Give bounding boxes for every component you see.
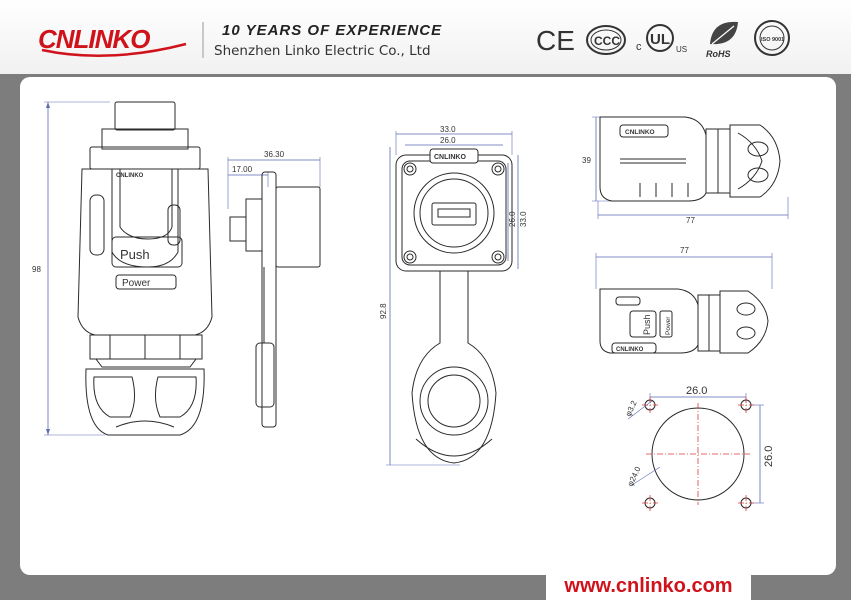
ccc-mark-text: CCC: [594, 34, 620, 48]
website-url[interactable]: www.cnlinko.com: [564, 575, 733, 597]
connector-front-view: 98 Push Power CNLINKO: [32, 101, 213, 436]
header-bar: CNLINKO 10 YEARS OF EXPERIENCE Shenzhen …: [0, 0, 851, 74]
cutout-diameter-label: φ24.0: [626, 465, 643, 488]
bottom-push-label: Push: [642, 314, 652, 335]
panel-cutout-view: 26.0 26.0 φ3.2 φ24.0: [624, 385, 775, 511]
drawing-panel: 98 Push Power CNLINKO: [20, 77, 836, 575]
ul-suffix-text: US: [676, 45, 687, 54]
socket-width-inner-label: 26.0: [440, 136, 456, 145]
power-label: Power: [122, 278, 151, 289]
ul-prefix-text: c: [636, 41, 642, 53]
socket-height-outer-label: 33.0: [519, 211, 528, 227]
width-total-dim-label: 36.30: [264, 150, 285, 159]
width-partial-dim-label: 17.00: [232, 165, 253, 174]
plug-side-bottom-view: 77 Push Power CNLINKO: [595, 246, 773, 354]
cutout-spacing-y-label: 26.0: [763, 446, 775, 467]
push-label: Push: [120, 247, 150, 262]
header-divider: [202, 22, 204, 58]
plug-side-top-view: 39 77 CNLINKO: [582, 116, 789, 225]
ce-mark-icon: CE: [536, 25, 575, 56]
ccc-mark-icon: CCC: [586, 25, 626, 55]
website-banner[interactable]: www.cnlinko.com: [546, 572, 751, 600]
iso-mark-icon: ISO 9001: [754, 20, 790, 56]
bottom-plug-brand-text: CNLINKO: [616, 347, 644, 353]
bottom-power-label: Power: [665, 316, 672, 335]
top-plug-brand-text: CNLINKO: [625, 129, 655, 136]
plug-height-label: 39: [582, 156, 591, 165]
logo-swoosh-icon: [41, 42, 187, 57]
plug-length-bottom-label: 77: [680, 246, 689, 255]
company-logo[interactable]: CNLINKO: [38, 20, 188, 58]
socket-width-outer-label: 33.0: [440, 125, 456, 134]
plug-length-top-label: 77: [686, 216, 695, 225]
technical-drawing: 98 Push Power CNLINKO: [32, 101, 789, 511]
socket-brand-text: CNLINKO: [434, 154, 466, 161]
iso-mark-text: ISO 9001: [761, 37, 784, 43]
logo-text: CNLINKO: [38, 24, 150, 54]
company-name: Shenzhen Linko Electric Co., Ltd: [214, 43, 431, 59]
ul-mark-text: UL: [650, 31, 670, 48]
hole-diameter-label: φ3.2: [624, 399, 639, 418]
panel-socket-view: 33.0 26.0 26.0 33.0 92.8 CNLINKO: [379, 125, 528, 466]
ul-mark-icon: c UL US: [636, 24, 687, 54]
rohs-mark-icon: RoHS: [706, 21, 738, 59]
tagline: 10 YEARS OF EXPERIENCE: [222, 22, 443, 39]
side-profile-view: 36.30 17.00: [227, 150, 321, 428]
ce-mark-text: CE: [536, 25, 575, 56]
rohs-mark-text: RoHS: [706, 49, 731, 59]
front-brand-text: CNLINKO: [116, 173, 144, 179]
socket-total-length-label: 92.8: [379, 303, 388, 319]
cutout-spacing-x-label: 26.0: [686, 385, 707, 397]
height-dim-label: 98: [32, 265, 41, 274]
